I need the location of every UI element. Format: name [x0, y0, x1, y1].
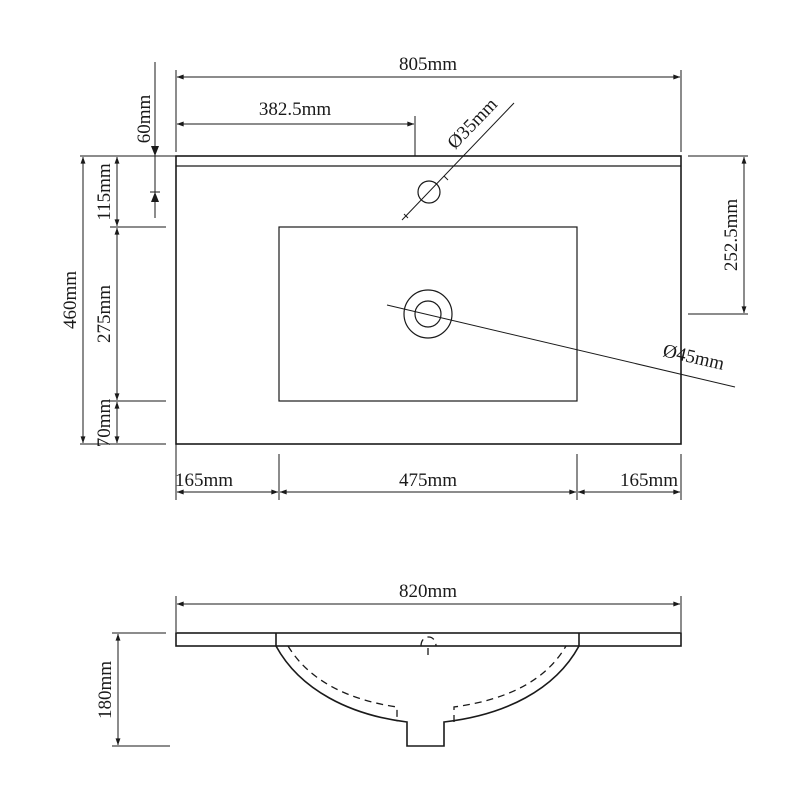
bowl-profile-outer [275, 633, 580, 747]
side-view: 820mm 180mm [95, 581, 682, 747]
label-side-height: 180mm [95, 661, 116, 719]
label-left-margin: 165mm [175, 470, 233, 491]
label-waste-diameter: Ø45mm [661, 340, 727, 375]
bowl-profile-inner [287, 645, 567, 722]
waste-outer [403, 289, 453, 339]
label-waste-offset: 252.5mm [721, 199, 742, 272]
tap-hole [417, 180, 441, 204]
label-bowl-width: 475mm [399, 470, 457, 491]
label-front-to-bowl: 115mm [94, 163, 115, 221]
countertop-slab [175, 632, 682, 647]
label-tap-hole-diameter: Ø35mm [443, 94, 502, 154]
label-side-width: 820mm [399, 581, 457, 602]
bowl-outline [278, 226, 578, 402]
tap-hole-leader [401, 102, 515, 221]
label-bowl-to-back: 70mm [94, 399, 115, 448]
basin-outline [175, 155, 682, 445]
label-tap-offset: 382.5mm [259, 99, 332, 120]
label-back-ledge: 60mm [134, 95, 155, 144]
label-overall-depth: 460mm [60, 271, 81, 329]
label-right-margin: 165mm [620, 470, 678, 491]
label-overall-width: 805mm [399, 54, 457, 75]
label-bowl-depth: 275mm [94, 285, 115, 343]
top-view: 805mm 382.5mm Ø35mm 60mm 115mm 275mm 70m… [60, 54, 748, 500]
waste-inner [414, 300, 442, 328]
waste-leader [386, 304, 736, 388]
